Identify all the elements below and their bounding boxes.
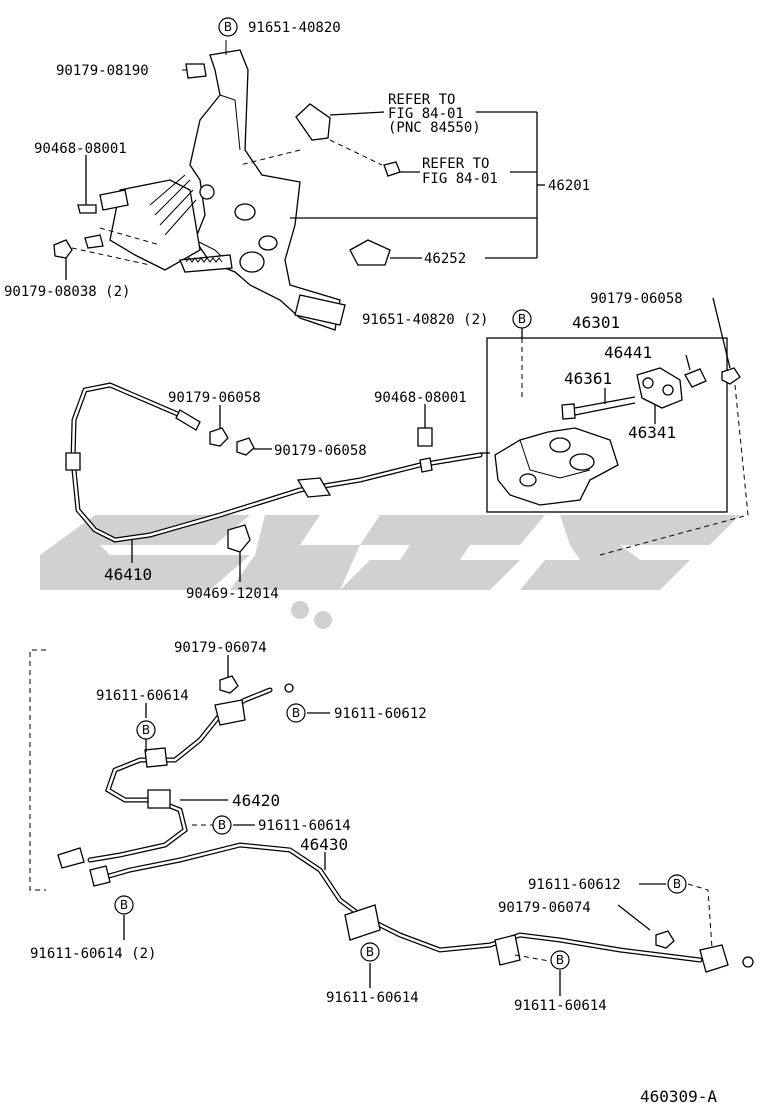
pad-46252-upper bbox=[295, 103, 331, 141]
bolt-90179-08038 bbox=[84, 234, 104, 249]
label-b-91611-60614-c: 91611-60614 bbox=[326, 990, 419, 1006]
b-callout-icon bbox=[218, 17, 238, 37]
nut-90179-08038 bbox=[53, 239, 73, 259]
bracket-box-46301 bbox=[486, 337, 728, 513]
b-callout-letter: B bbox=[673, 877, 681, 891]
label-b-91651-40820-2: 91651-40820 (2) bbox=[362, 312, 488, 328]
label-90179-06058-b: 90179-06058 bbox=[274, 443, 367, 459]
b-callout-letter: B bbox=[142, 723, 150, 737]
label-46301: 46301 bbox=[572, 313, 620, 332]
b-callout-letter: B bbox=[366, 945, 374, 959]
label-46341: 46341 bbox=[628, 423, 676, 442]
b-callout-icon bbox=[114, 895, 134, 915]
pedal-bracket-46301 bbox=[494, 427, 619, 506]
label-90179-08038: 90179-08038 (2) bbox=[4, 284, 130, 300]
clip-90468-08001-top bbox=[77, 204, 97, 214]
label-b-91611-60614-2: 91611-60614 (2) bbox=[30, 946, 156, 962]
nut-90179-06058-b bbox=[236, 437, 255, 456]
label-refer1-b: FIG 84-01 bbox=[388, 106, 464, 122]
label-46361: 46361 bbox=[564, 369, 612, 388]
b-callout-icon bbox=[212, 815, 232, 835]
label-46252: 46252 bbox=[424, 251, 466, 267]
label-46410: 46410 bbox=[104, 565, 152, 584]
b-callout-letter: B bbox=[292, 706, 300, 720]
label-refer2-b: FIG 84-01 bbox=[422, 171, 498, 187]
bushing-46341 bbox=[636, 367, 683, 409]
bolt-46361 bbox=[561, 396, 636, 420]
clip-90469-12014 bbox=[227, 524, 251, 553]
b-callout-icon bbox=[136, 720, 156, 740]
label-b-91611-60612-a: 91611-60612 bbox=[334, 706, 427, 722]
b-callout-icon bbox=[286, 703, 306, 723]
label-90179-06058-right: 90179-06058 bbox=[590, 291, 683, 307]
bolt-refer bbox=[383, 161, 401, 177]
label-46441: 46441 bbox=[604, 343, 652, 362]
b-callout-letter: B bbox=[120, 898, 128, 912]
nut-90179-06058-a bbox=[209, 427, 229, 447]
b-callout-icon bbox=[550, 950, 570, 970]
label-46201: 46201 bbox=[548, 178, 590, 194]
b-callout-letter: B bbox=[224, 20, 232, 34]
figure-id: 460309-A bbox=[640, 1087, 717, 1106]
clip-90468-08001-mid bbox=[417, 427, 433, 447]
front-cable-46410 bbox=[65, 382, 490, 543]
label-90468-08001-top: 90468-08001 bbox=[34, 141, 127, 157]
b-callout-letter: B bbox=[518, 312, 526, 326]
watermark-logo bbox=[40, 515, 740, 629]
label-b-91651-40820-top: 91651-40820 bbox=[248, 20, 341, 36]
label-b-91611-60614-a: 91611-60614 bbox=[96, 688, 189, 704]
b-callout-icon bbox=[360, 942, 380, 962]
nut-90179-06058-right bbox=[721, 367, 741, 385]
label-refer2-a: REFER TO bbox=[422, 156, 489, 172]
pad-46252 bbox=[349, 239, 391, 266]
label-b-91611-60614-d: 91611-60614 bbox=[514, 998, 607, 1014]
label-90469-12014: 90469-12014 bbox=[186, 586, 279, 602]
b-callout-letter: B bbox=[218, 818, 226, 832]
rear-cable-46430 bbox=[89, 842, 754, 973]
collar-46441 bbox=[684, 368, 707, 388]
nut-90179-06074-bottom bbox=[655, 930, 675, 949]
label-90468-08001-mid: 90468-08001 bbox=[374, 390, 467, 406]
label-90179-06058-a: 90179-06058 bbox=[168, 390, 261, 406]
b-callout-icon bbox=[512, 309, 532, 329]
label-refer1-a: REFER TO bbox=[388, 92, 455, 108]
rear-cable-46420 bbox=[57, 683, 294, 869]
label-refer1-c: (PNC 84550) bbox=[388, 120, 481, 136]
nut-90179-06074-top bbox=[219, 675, 239, 694]
clip-90179-08190 bbox=[185, 63, 207, 79]
label-b-91611-60612-b: 91611-60612 bbox=[528, 877, 621, 893]
label-90179-06074-top: 90179-06074 bbox=[174, 640, 267, 656]
b-callout-icon bbox=[667, 874, 687, 894]
label-90179-06074-bottom: 90179-06074 bbox=[498, 900, 591, 916]
parking-brake-lever-assembly bbox=[99, 49, 346, 331]
label-46420: 46420 bbox=[232, 791, 280, 810]
b-callout-letter: B bbox=[556, 953, 564, 967]
label-46430: 46430 bbox=[300, 835, 348, 854]
label-b-91611-60614-b: 91611-60614 bbox=[258, 818, 351, 834]
label-90179-08190: 90179-08190 bbox=[56, 63, 149, 79]
